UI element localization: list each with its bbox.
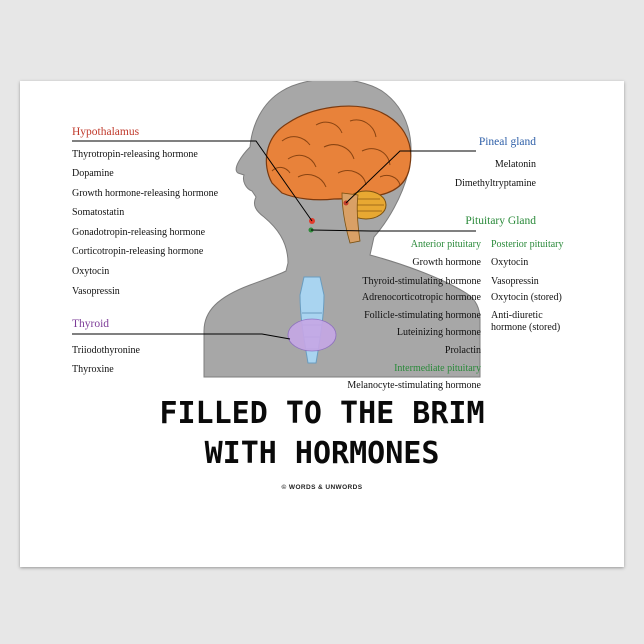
posterior-hormone: Vasopressin <box>491 276 539 287</box>
thyroid-hormone: Thyroxine <box>72 364 114 375</box>
intermediate-hormone: Melanocyte-stimulating hormone <box>347 380 481 391</box>
thyroid-gland <box>287 318 337 352</box>
hypothalamus-hormone: Somatostatin <box>72 207 125 218</box>
posterior-hormone: Oxytocin (stored) <box>491 292 562 303</box>
posterior-pituitary-heading: Posterior pituitary <box>491 239 564 250</box>
hypothalamus-hormone: Corticotropin-releasing hormone <box>72 246 204 257</box>
pineal-hormone: Dimethyltryptamine <box>454 178 536 189</box>
anterior-hormone: Luteinizing hormone <box>396 327 481 338</box>
hypothalamus-hormone: Growth hormone-releasing hormone <box>72 188 219 199</box>
brain-cerebrum <box>265 105 412 201</box>
anterior-hormone: Follicle-stimulating hormone <box>364 310 481 321</box>
pituitary-heading: Pituitary Gland <box>465 215 536 227</box>
posterior-hormone: Anti-diuretic <box>491 310 543 321</box>
copyright-notice: © WORDS & UNWORDS <box>281 484 363 491</box>
hypothalamus-hormone: Vasopressin <box>72 286 120 297</box>
poster-title-line-1: FILLED TO THE BRIM <box>159 396 485 431</box>
poster: Hypothalamus Thyrotropin-releasing hormo… <box>20 81 624 567</box>
posterior-hormone: hormone (stored) <box>491 322 561 333</box>
anterior-pituitary-heading: Anterior pituitary <box>410 239 481 250</box>
hypothalamus-hormone: Thyrotropin-releasing hormone <box>72 149 198 160</box>
hypothalamus-hormone: Gonadotropin-releasing hormone <box>72 227 206 238</box>
anterior-hormone: Adrenocorticotropic hormone <box>361 292 481 303</box>
anterior-hormone: Growth hormone <box>412 257 481 268</box>
leader-lines <box>72 140 476 340</box>
thyroid-hormone: Triiodothyronine <box>72 345 140 356</box>
poster-title-line-2: WITH HORMONES <box>204 436 440 471</box>
hypothalamus-hormone: Oxytocin <box>72 266 110 277</box>
posterior-hormone: Oxytocin <box>491 257 529 268</box>
pineal-heading: Pineal gland <box>478 136 536 148</box>
hypothalamus-hormone: Dopamine <box>72 168 114 179</box>
thyroid-heading: Thyroid <box>72 318 110 330</box>
hypothalamus-heading: Hypothalamus <box>72 126 140 138</box>
anterior-hormone: Prolactin <box>444 345 481 356</box>
anterior-hormone: Thyroid-stimulating hormone <box>362 276 481 287</box>
anatomy-illustration <box>72 81 481 378</box>
intermediate-pituitary-heading: Intermediate pituitary <box>394 363 481 374</box>
pineal-hormone: Melatonin <box>494 159 536 170</box>
